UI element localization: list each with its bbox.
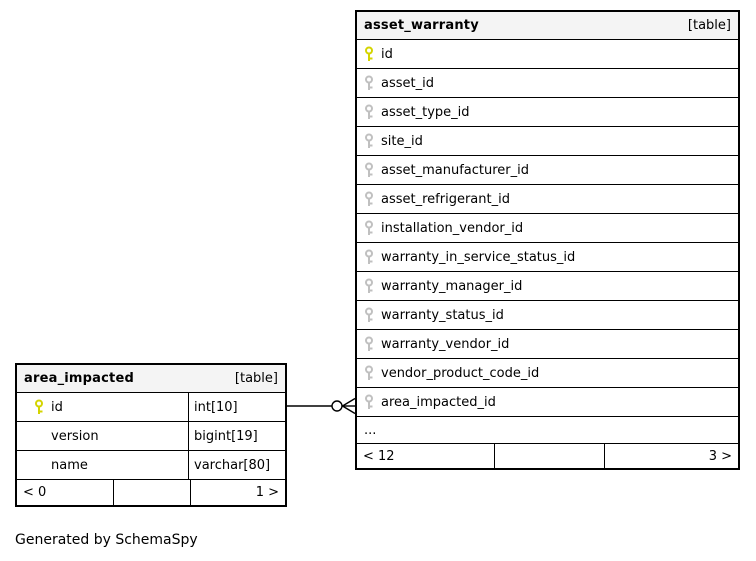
relations-summary-row: < 12 3 > (357, 444, 738, 468)
foreign-key-icon (363, 336, 375, 352)
more-columns-row: ... (357, 417, 738, 444)
column-name: asset_type_id (381, 104, 470, 120)
column-name-cell: id (17, 393, 188, 421)
column-name: site_id (381, 133, 423, 149)
paginator-divider (494, 444, 605, 468)
outgoing-relations-count: 1 > (255, 485, 279, 500)
column-name-cell: version (17, 422, 188, 450)
foreign-key-icon (363, 104, 375, 120)
table-header: area_impacted [table] (17, 365, 285, 393)
foreign-key-icon (363, 365, 375, 381)
column-row: asset_manufacturer_id (357, 156, 738, 185)
column-row: installation_vendor_id (357, 214, 738, 243)
table-node-area-impacted[interactable]: area_impacted [table] id int[10] version bi… (15, 363, 287, 507)
paginator-divider (113, 480, 192, 505)
column-row: version bigint[19] (17, 422, 285, 451)
column-name: vendor_product_code_id (381, 365, 540, 381)
column-name: version (51, 428, 99, 444)
relations-summary-row: < 0 1 > (17, 480, 285, 505)
table-title[interactable]: asset_warranty (364, 18, 479, 33)
column-name-cell: name (17, 451, 188, 479)
outgoing-relations-count: 3 > (708, 448, 732, 464)
column-name: warranty_manager_id (381, 278, 523, 294)
foreign-key-icon (363, 307, 375, 323)
generated-by-note: Generated by SchemaSpy (15, 532, 198, 548)
zero-cardinality-icon (331, 400, 343, 412)
column-name: installation_vendor_id (381, 220, 524, 236)
column-name: asset_manufacturer_id (381, 162, 530, 178)
column-row: site_id (357, 127, 738, 156)
foreign-key-icon (363, 162, 375, 178)
column-row: vendor_product_code_id (357, 359, 738, 388)
column-row: id (357, 40, 738, 69)
foreign-key-icon (363, 394, 375, 410)
column-row: name varchar[80] (17, 451, 285, 480)
column-name: id (51, 399, 63, 415)
column-name: asset_refrigerant_id (381, 191, 510, 207)
column-list: id asset_id asset_type_id site_id asset_manu… (357, 40, 738, 417)
table-header: asset_warranty [table] (357, 12, 738, 40)
foreign-key-icon (363, 133, 375, 149)
column-row: asset_refrigerant_id (357, 185, 738, 214)
table-type-label: [table] (687, 18, 731, 33)
foreign-key-icon (363, 249, 375, 265)
column-row: asset_type_id (357, 98, 738, 127)
many-cardinality-crowfoot-icon (342, 397, 356, 415)
column-name: warranty_status_id (381, 307, 504, 323)
column-row: warranty_vendor_id (357, 330, 738, 359)
foreign-key-icon (363, 191, 375, 207)
column-row: warranty_manager_id (357, 272, 738, 301)
column-row: id int[10] (17, 393, 285, 422)
foreign-key-icon (363, 220, 375, 236)
column-type: int[10] (194, 399, 238, 415)
column-type: varchar[80] (194, 457, 271, 473)
column-row: warranty_status_id (357, 301, 738, 330)
icon-spacer (33, 428, 45, 444)
column-row: warranty_in_service_status_id (357, 243, 738, 272)
column-type-cell: bigint[19] (188, 422, 285, 450)
column-name: warranty_vendor_id (381, 336, 510, 352)
table-node-asset-warranty[interactable]: asset_warranty [table] id asset_id asset_t… (355, 10, 740, 470)
primary-key-icon (33, 399, 45, 415)
relationship-connector (287, 397, 356, 415)
column-name: name (51, 457, 88, 473)
table-title[interactable]: area_impacted (24, 371, 134, 386)
icon-spacer (33, 457, 45, 473)
column-name: area_impacted_id (381, 394, 496, 410)
foreign-key-icon (363, 278, 375, 294)
incoming-relations-count: < 0 (23, 485, 47, 500)
column-list: id int[10] version bigint[19] name varchar[80… (17, 393, 285, 480)
column-name: asset_id (381, 75, 434, 91)
column-row: asset_id (357, 69, 738, 98)
column-type: bigint[19] (194, 428, 258, 444)
column-name: id (381, 46, 393, 62)
incoming-relations-count: < 12 (363, 448, 395, 464)
table-type-label: [table] (234, 371, 278, 386)
column-name: warranty_in_service_status_id (381, 249, 576, 265)
foreign-key-icon (363, 75, 375, 91)
column-type-cell: int[10] (188, 393, 285, 421)
primary-key-icon (363, 46, 375, 62)
column-type-cell: varchar[80] (188, 451, 285, 479)
column-row: area_impacted_id (357, 388, 738, 417)
